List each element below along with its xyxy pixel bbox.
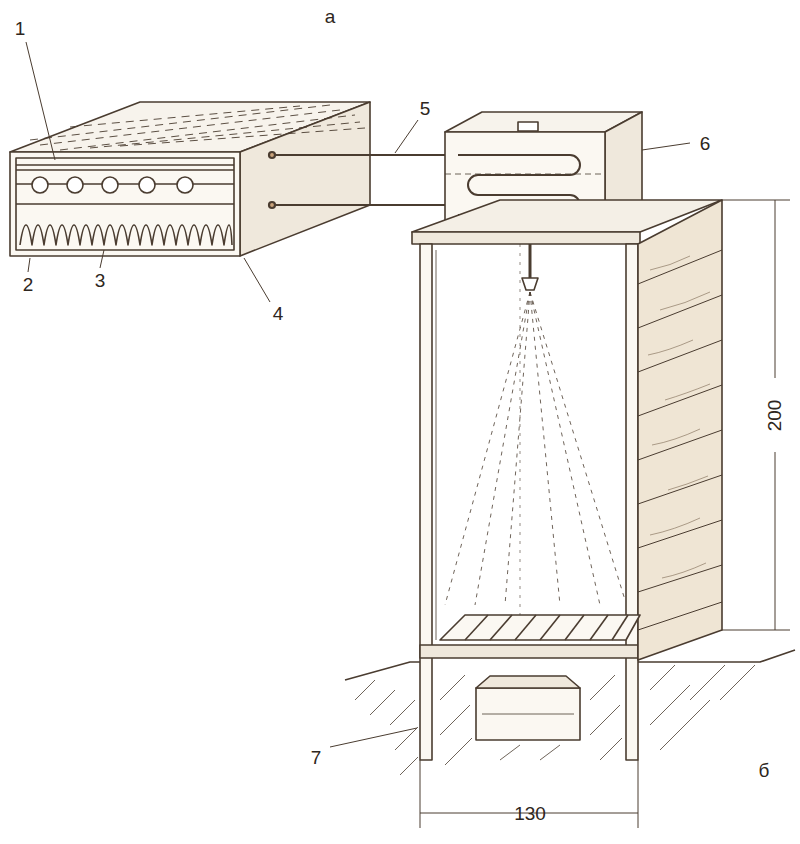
- dimension-label: 130: [512, 803, 548, 824]
- leader-lines: [26, 42, 690, 747]
- floor-grate: [440, 615, 640, 640]
- callout-number: 5: [418, 98, 433, 119]
- dimension-label: 200: [764, 397, 785, 433]
- cabin-frame: [412, 200, 722, 760]
- ground: [345, 650, 795, 775]
- water-spray: [445, 292, 625, 605]
- callout-number: 4: [271, 303, 286, 324]
- callout-number: 2: [21, 274, 36, 295]
- connecting-pipes: [269, 152, 458, 208]
- plank-wall: [638, 200, 722, 660]
- callout-number: 7: [309, 747, 324, 768]
- dimension-lines: [420, 200, 790, 828]
- callout-number: 1: [13, 18, 28, 39]
- part-letter: а: [323, 6, 338, 27]
- solar-collector: [10, 102, 370, 256]
- callout-number: 6: [698, 133, 713, 154]
- callout-number: 3: [93, 270, 108, 291]
- part-letter: б: [757, 760, 772, 781]
